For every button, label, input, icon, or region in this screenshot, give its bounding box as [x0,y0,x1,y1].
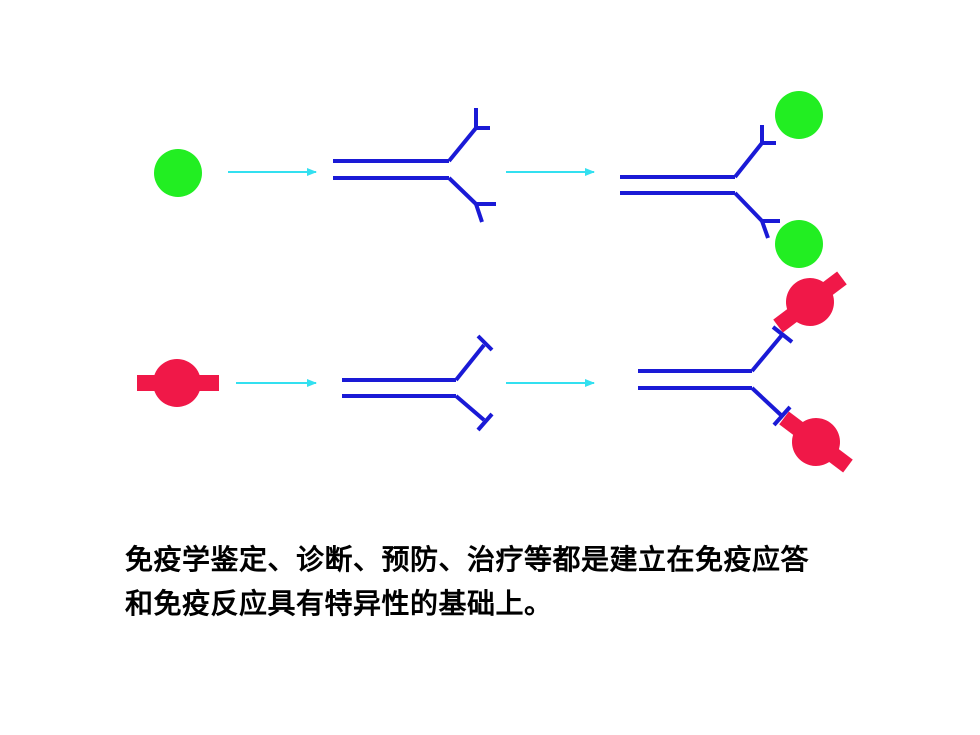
red-antigen-bound-top [773,271,847,333]
antibody-green-unbound [333,108,496,223]
red-antigen [137,359,219,407]
red-antigen-bound-bottom [779,411,853,473]
antibody-red-unbound [342,334,494,432]
caption-line-1: 免疫学鉴定、诊断、预防、治疗等都是建立在免疫应答 [125,543,810,576]
antibody-green-bound [620,125,780,239]
antibody-red-bound [638,325,794,427]
caption-line-2: 和免疫反应具有特异性的基础上。 [125,587,553,620]
green-antigen-bound-bottom [775,220,823,268]
green-antigen [154,149,202,197]
green-antigen-bound-top [775,91,823,139]
caption-text: 免疫学鉴定、诊断、预防、治疗等都是建立在免疫应答 和免疫反应具有特异性的基础上。 [125,538,925,626]
